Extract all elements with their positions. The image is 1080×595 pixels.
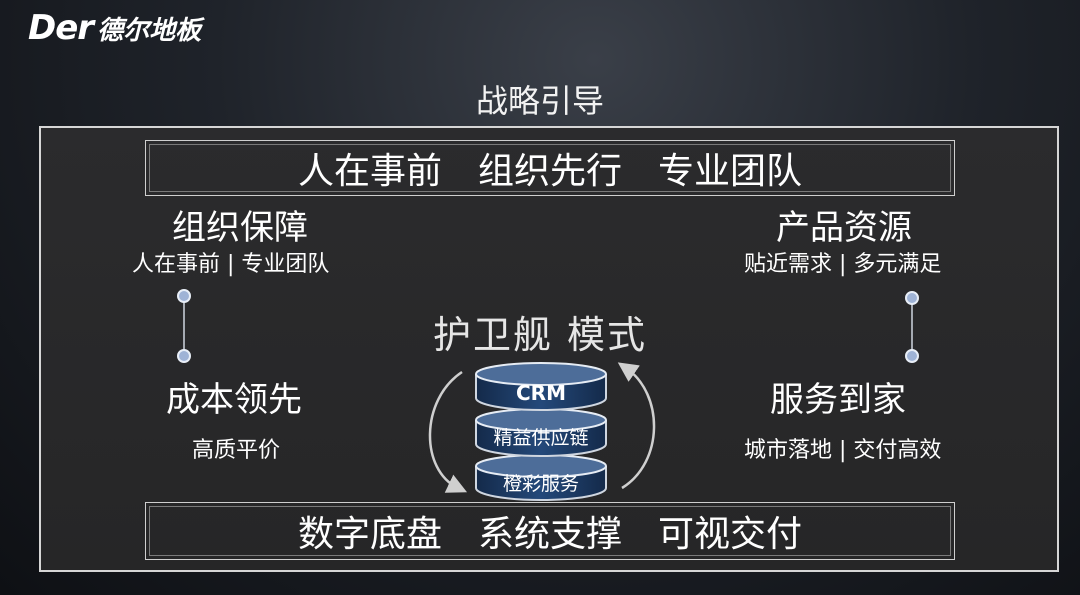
- stack-layer-label: 橙彩服务: [503, 473, 579, 495]
- pillar-title-product: 产品资源: [776, 208, 912, 248]
- pillar-subtitle-org: 人在事前 | 专业团队: [132, 252, 330, 277]
- pillar-subtitle-cost: 高质平价: [192, 438, 281, 463]
- pillar-title-cost: 成本领先: [166, 380, 302, 420]
- connector-dot: [177, 349, 191, 363]
- stack-layer-label: CRM: [516, 381, 566, 405]
- cycle-arrow-left-icon: [428, 370, 468, 493]
- left-connector: [177, 289, 380, 363]
- pillar-subtitle-service: 城市落地 | 交付高效: [744, 438, 942, 463]
- page-title: 战略引导: [475, 82, 604, 120]
- stack-layer-supply-chain: 精益供应链: [475, 408, 607, 457]
- connector-dot: [177, 289, 191, 303]
- logo-mark: Der: [28, 8, 94, 48]
- connector-dot: [905, 291, 919, 305]
- pillar-title-service: 服务到家: [770, 380, 906, 420]
- stack-layer-label: 精益供应链: [493, 427, 588, 449]
- logo-name: 德尔地板: [97, 16, 202, 46]
- stack-layer-service: 橙彩服务: [475, 454, 607, 501]
- top-banner: 人在事前 组织先行 专业团队: [145, 140, 955, 196]
- right-connector: [718, 291, 919, 363]
- pillar-subtitle-product: 贴近需求 | 多元满足: [744, 252, 942, 277]
- cycle-arrow-right-icon: [617, 362, 656, 490]
- bottom-banner: 数字底盘 系统支撑 可视交付: [145, 502, 955, 560]
- center-title: 护卫舰 模式: [432, 313, 648, 357]
- connector-dot: [905, 349, 919, 363]
- pillar-title-org: 组织保障: [172, 208, 308, 248]
- brand-logo: Der 德尔地板: [28, 8, 201, 48]
- stack-layer-crm: CRM: [475, 362, 607, 411]
- layer-stack: 橙彩服务 精益供应链 CRM: [475, 362, 607, 501]
